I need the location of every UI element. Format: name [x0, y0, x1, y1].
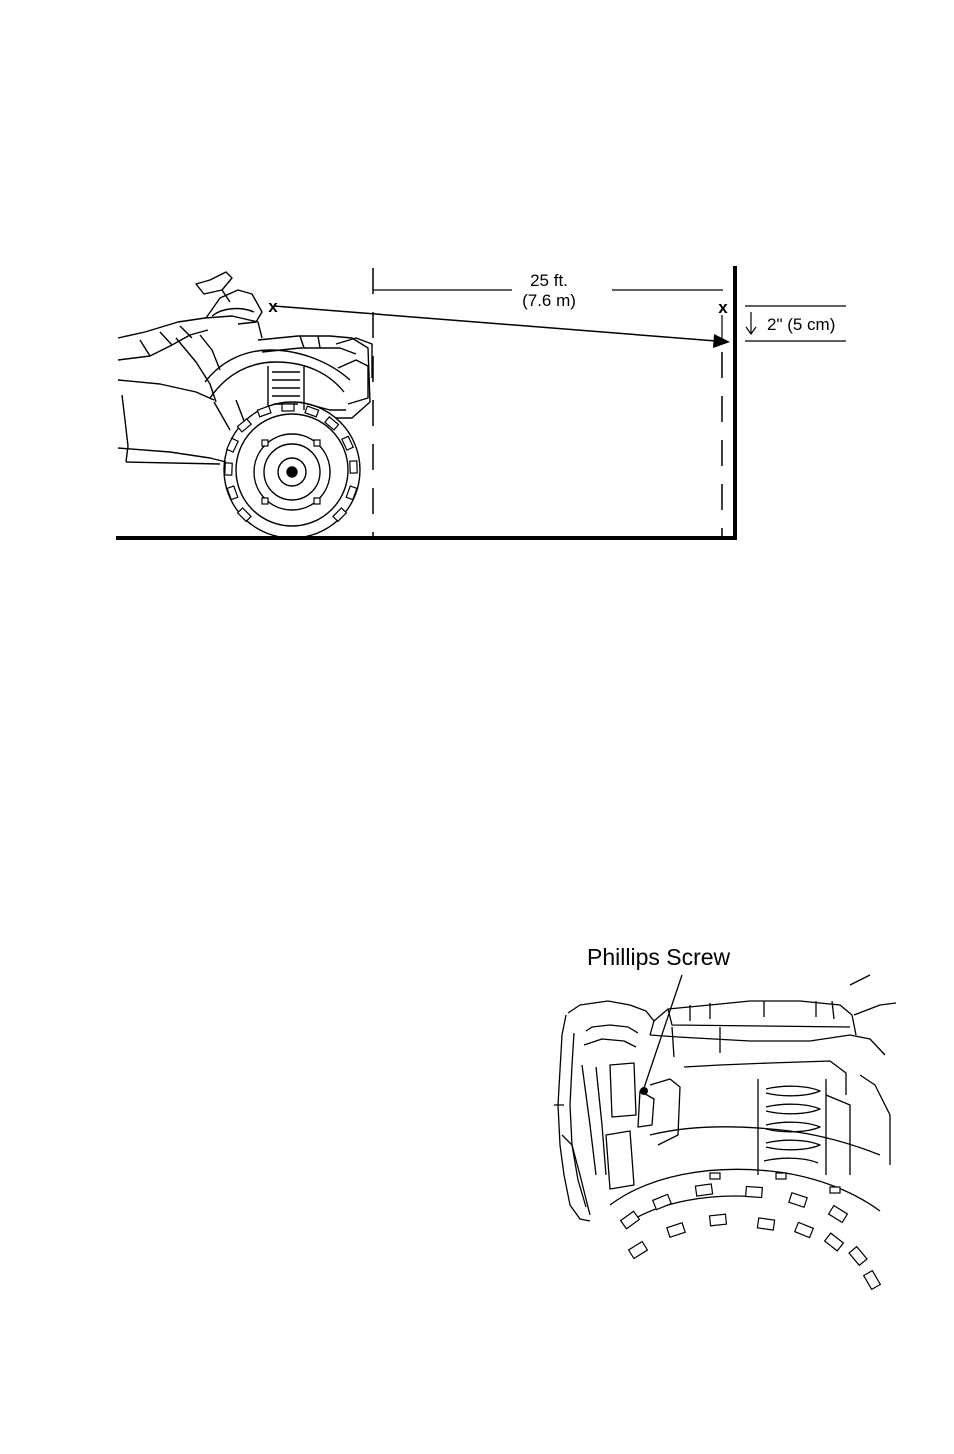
drop-arrow-icon [746, 312, 756, 334]
phillips-screw-callout: Phillips Screw [587, 944, 730, 971]
phillips-screw-diagram [550, 975, 900, 1295]
atv-closeup-illustration [554, 975, 896, 1225]
headlight-aim-diagram: 25 ft. (7.6 m) x x 2" (5 cm) [0, 0, 954, 600]
atv-closeup-tire-tread [621, 1173, 881, 1289]
wall-mark: x [718, 298, 728, 317]
callout-leader-line [644, 975, 682, 1088]
atv-front-illustration [118, 272, 372, 538]
headlight-mark: x [268, 297, 278, 316]
distance-label-meters: (7.6 m) [522, 291, 576, 310]
distance-label-feet: 25 ft. [530, 271, 568, 290]
beam-line [274, 306, 716, 341]
drop-label: 2" (5 cm) [767, 315, 835, 334]
